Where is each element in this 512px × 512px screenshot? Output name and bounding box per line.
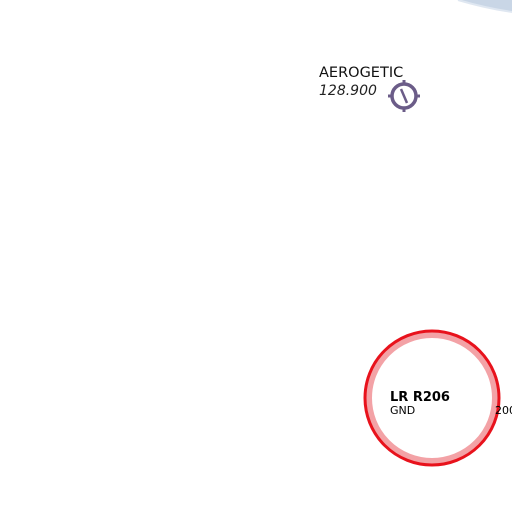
restricted-area-circle[interactable] [363,329,501,467]
restricted-area-lower-limit: GND [390,404,416,417]
radio-station-frequency: 128.900 [319,83,377,99]
restricted-area-edge-label: 200 [495,404,512,417]
restricted-area-name: LR R206 [390,390,450,405]
radio-station-icon[interactable] [388,80,420,112]
water-shore [457,0,512,13]
radio-station-name: AEROGETIC [319,65,404,81]
